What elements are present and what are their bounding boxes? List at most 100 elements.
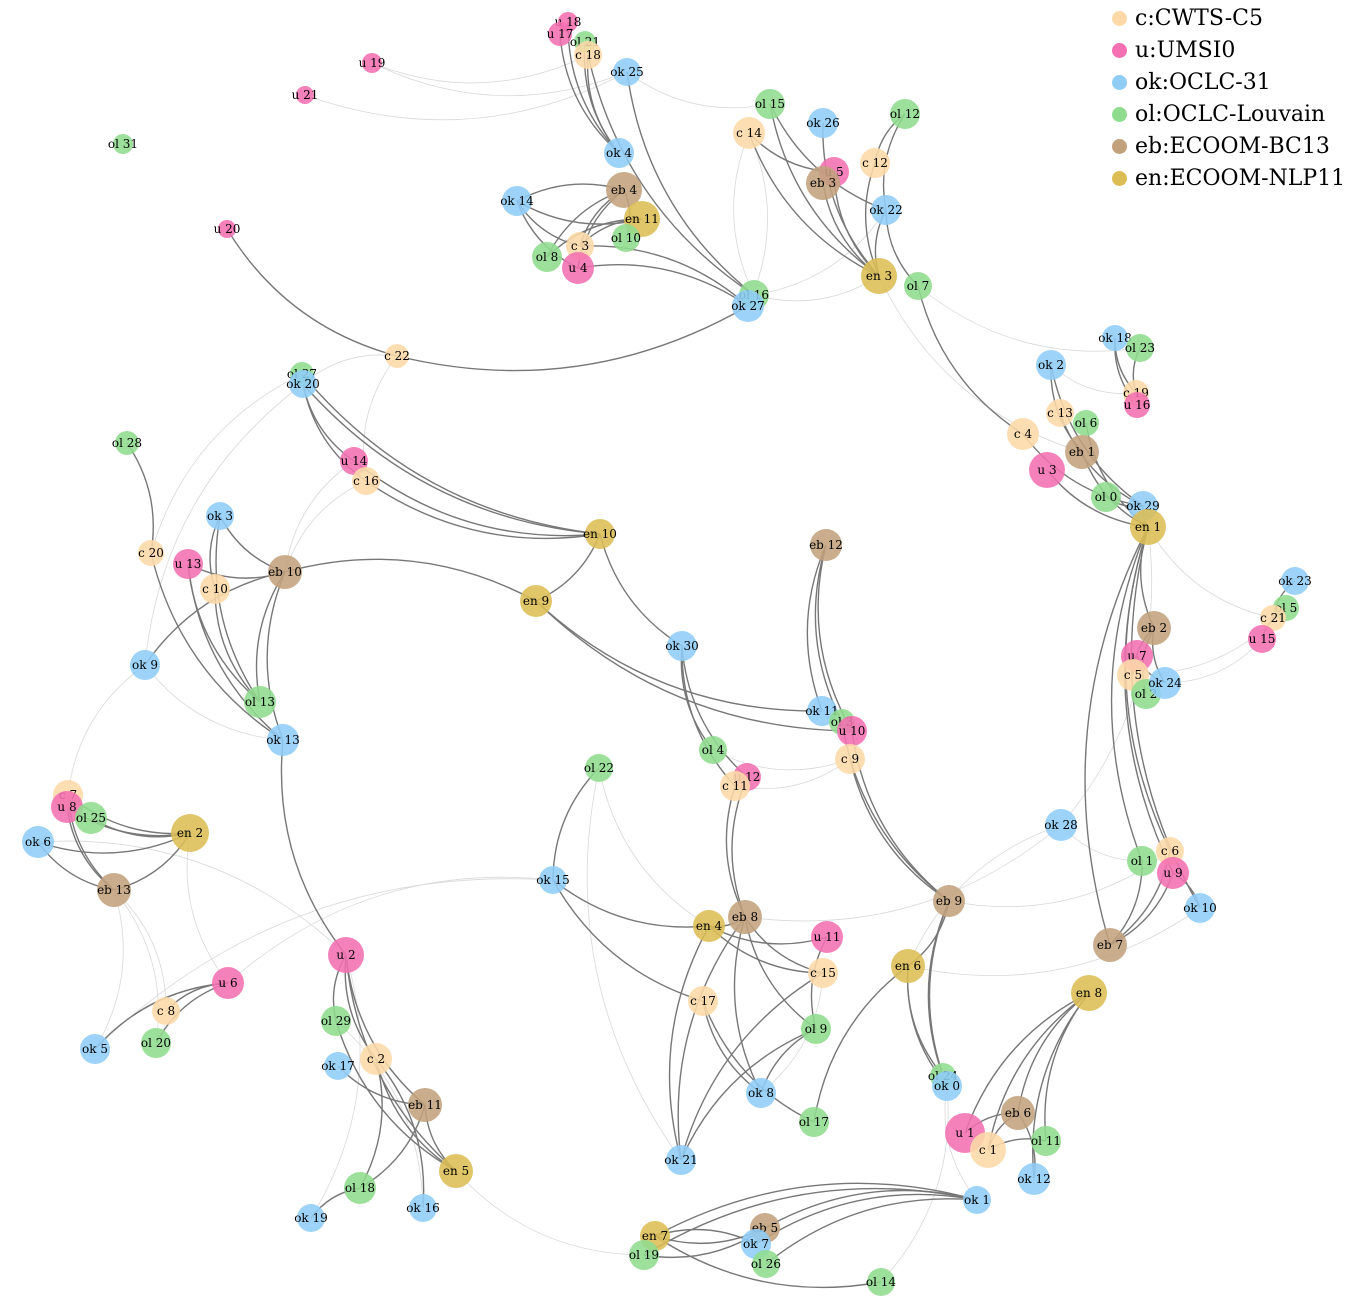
node-ok-25[interactable]: ok 25 [610,58,644,86]
node-ok-24[interactable]: ok 24 [1148,667,1182,699]
node-c-11[interactable]: c 11 [720,771,750,801]
node-ol-29[interactable]: ol 29 [321,1006,351,1036]
node-ok-30[interactable]: ok 30 [665,631,699,661]
node-ol-19[interactable]: ol 19 [629,1240,659,1270]
node-u-6[interactable]: u 6 [212,967,244,999]
legend-item-u[interactable]: u:UMSI0 [1112,34,1345,66]
node-u-15[interactable]: u 15 [1248,625,1276,653]
legend-item-ol[interactable]: ol:OCLC-Louvain [1112,98,1345,130]
node-c-14[interactable]: c 14 [733,117,765,149]
node-en-8[interactable]: en 8 [1071,975,1107,1011]
node-c-12[interactable]: c 12 [860,148,890,178]
node-ok-12[interactable]: ok 12 [1017,1163,1051,1195]
node-ol-4[interactable]: ol 4 [699,736,727,764]
node-ol-18[interactable]: ol 18 [344,1172,376,1204]
node-ok-5[interactable]: ok 5 [80,1034,110,1064]
node-u-4[interactable]: u 4 [562,252,594,284]
node-ol-23[interactable]: ol 23 [1125,334,1155,362]
node-ol-20[interactable]: ol 20 [141,1028,171,1058]
node-ol-1[interactable]: ol 1 [1127,846,1157,876]
node-ol-22[interactable]: ol 22 [584,754,614,782]
node-ok-1[interactable]: ok 1 [963,1186,991,1214]
node-ol-13[interactable]: ol 13 [244,686,276,718]
node-eb-7[interactable]: eb 7 [1093,928,1127,962]
legend-item-eb[interactable]: eb:ECOOM-BC13 [1112,130,1345,162]
node-ol-26[interactable]: ol 26 [751,1250,781,1278]
node-ol-14[interactable]: ol 14 [866,1268,897,1296]
node-u-16[interactable]: u 16 [1124,392,1151,418]
node-en-1[interactable]: en 1 [1130,509,1166,545]
node-ok-11[interactable]: ok 11 [805,696,839,726]
node-u-20[interactable]: u 20 [214,220,241,238]
node-ok-0[interactable]: ok 0 [932,1071,962,1101]
node-c-21[interactable]: c 21 [1260,605,1286,631]
node-u-19[interactable]: u 19 [359,53,386,73]
node-eb-8[interactable]: eb 8 [728,900,762,934]
node-ol-8[interactable]: ol 8 [532,242,562,272]
node-ok-9[interactable]: ok 9 [130,650,160,680]
node-ok-21[interactable]: ok 21 [664,1145,698,1175]
node-u-9[interactable]: u 9 [1157,857,1189,889]
node-eb-12[interactable]: eb 12 [809,529,843,561]
node-ol-28[interactable]: ol 28 [112,431,142,455]
node-u-21[interactable]: u 21 [292,86,319,104]
node-eb-10[interactable]: eb 10 [268,555,302,589]
node-c-8[interactable]: c 8 [152,997,180,1025]
node-en-10[interactable]: en 10 [583,519,617,549]
node-u-8[interactable]: u 8 [51,791,83,823]
node-u-3[interactable]: u 3 [1029,452,1065,488]
node-eb-6[interactable]: eb 6 [1001,1096,1035,1130]
node-u-13[interactable]: u 13 [173,549,203,579]
node-ok-13[interactable]: ok 13 [266,724,300,756]
node-ol-10[interactable]: ol 10 [611,224,641,252]
legend-item-c[interactable]: c:CWTS-C5 [1112,2,1345,34]
node-ok-22[interactable]: ok 22 [869,195,903,225]
node-ok-2[interactable]: ok 2 [1036,350,1066,380]
node-ol-6[interactable]: ol 6 [1073,410,1099,436]
node-ok-14[interactable]: ok 14 [500,186,534,216]
node-ok-19[interactable]: ok 19 [294,1204,328,1232]
node-u-10[interactable]: u 10 [837,716,867,746]
node-en-6[interactable]: en 6 [891,949,925,983]
node-eb-1[interactable]: eb 1 [1065,435,1099,469]
node-ok-6[interactable]: ok 6 [22,826,54,858]
node-u-2[interactable]: u 2 [328,937,364,973]
node-en-4[interactable]: en 4 [693,910,725,942]
node-c-16[interactable]: c 16 [352,467,380,495]
node-ol-31[interactable]: ol 31 [108,134,138,154]
node-ok-3[interactable]: ok 3 [206,502,234,530]
node-c-17[interactable]: c 17 [688,986,718,1016]
node-c-4[interactable]: c 4 [1007,418,1039,450]
node-c-15[interactable]: c 15 [808,958,838,988]
node-c-22[interactable]: c 22 [384,344,410,368]
node-ok-27[interactable]: ok 27 [731,290,765,322]
node-c-20[interactable]: c 20 [138,540,164,566]
node-en-9[interactable]: en 9 [520,585,552,617]
node-ok-18[interactable]: ok 18 [1098,325,1132,351]
node-ol-12[interactable]: ol 12 [890,99,920,129]
node-en-2[interactable]: en 2 [171,814,209,852]
node-en-3[interactable]: en 3 [861,258,897,294]
node-c-1[interactable]: c 1 [970,1132,1006,1168]
node-ok-17[interactable]: ok 17 [321,1052,355,1080]
node-ol-0[interactable]: ol 0 [1091,482,1121,512]
node-eb-3[interactable]: eb 3 [806,166,840,200]
node-ol-25[interactable]: ol 25 [75,802,107,834]
node-ok-16[interactable]: ok 16 [406,1194,440,1222]
node-ol-17[interactable]: ol 17 [799,1107,829,1137]
node-u-17[interactable]: u 17 [547,22,574,46]
node-ol-7[interactable]: ol 7 [904,272,932,300]
node-ol-11[interactable]: ol 11 [1031,1126,1061,1156]
node-ok-20[interactable]: ok 20 [286,370,320,398]
node-c-2[interactable]: c 2 [360,1043,392,1075]
node-ok-28[interactable]: ok 28 [1044,809,1078,841]
node-ok-8[interactable]: ok 8 [746,1078,776,1108]
node-c-13[interactable]: c 13 [1046,399,1074,427]
node-u-11[interactable]: u 11 [811,921,843,953]
legend-item-en[interactable]: en:ECOOM-NLP11 [1112,162,1345,194]
node-en-5[interactable]: en 5 [439,1154,473,1188]
node-c-9[interactable]: c 9 [835,744,865,774]
node-ol-9[interactable]: ol 9 [801,1014,831,1044]
node-eb-4[interactable]: eb 4 [606,172,642,208]
node-eb-13[interactable]: eb 13 [97,873,131,907]
